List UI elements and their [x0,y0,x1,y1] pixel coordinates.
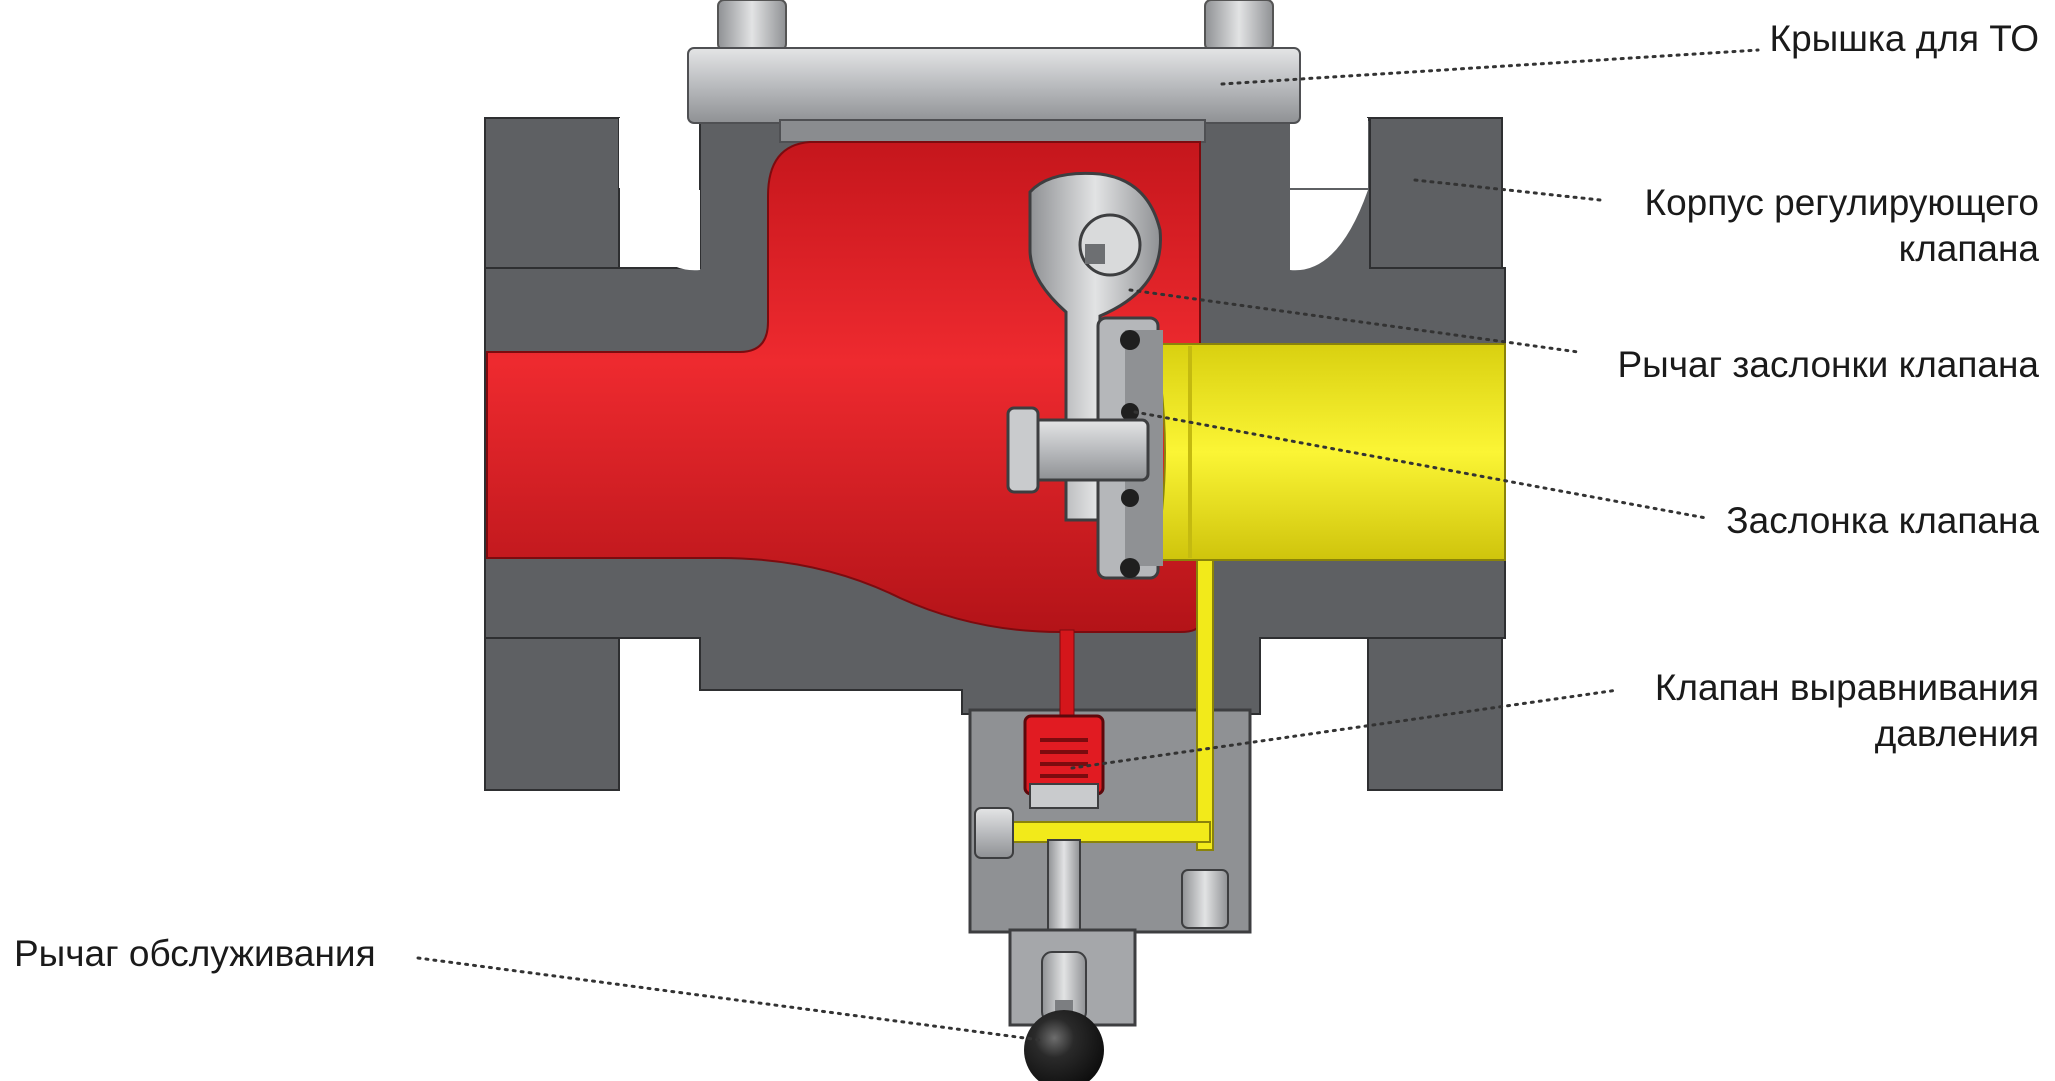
label-equalizing-valve: Клапан выравнивания давления [1654,667,2039,754]
leader-disc-lever [1128,288,1580,354]
outlet-passage [1153,343,1506,561]
cover-bolt-left [717,0,787,51]
leader-valve-disc [1133,410,1708,520]
service-lever-knob [1024,1010,1104,1081]
leader-maintenance-cover [1220,48,1760,86]
inlet-chamber [486,141,1201,633]
disc-lever [1028,171,1162,522]
leader-lines [416,48,1760,1042]
maintenance-cover [687,0,1301,143]
valve-disc [1006,316,1163,580]
label-valve-body: Корпус регулирующего клапана [1644,182,2039,269]
cover-plate [687,47,1301,124]
label-valve-disc: Заслонка клапана [1726,500,2039,541]
leader-valve-body [1413,178,1602,202]
service-lever [1024,1000,1104,1081]
label-service-lever: Рычаг обслуживания [14,933,376,974]
disc-nut [1020,418,1150,482]
leader-service-lever [416,956,1042,1042]
equalizing-block [968,559,1252,1027]
label-maintenance-cover: Крышка для ТО [1769,18,2039,59]
cover-bolt-right [1204,0,1274,51]
label-disc-lever: Рычаг заслонки клапана [1617,344,2040,385]
equalizing-valve [1023,714,1105,796]
